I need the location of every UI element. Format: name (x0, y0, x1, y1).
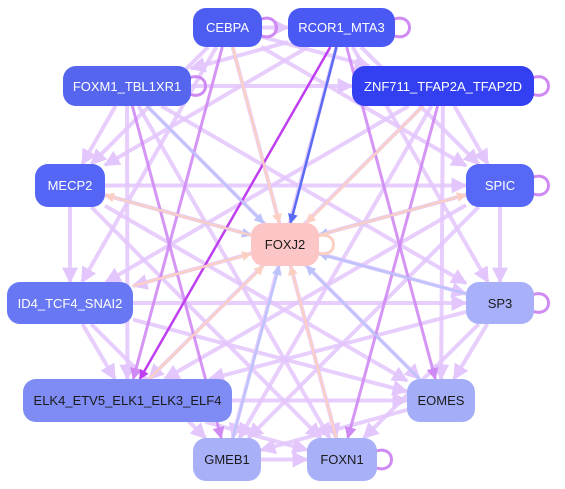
edge-cebpa-to-elk4 (130, 46, 224, 381)
self-loop-foxj2 (316, 233, 335, 256)
edge-foxn1-to-foxj2 (288, 265, 338, 439)
node-spic[interactable]: SPIC (466, 164, 534, 207)
node-label: EOMES (417, 393, 465, 408)
edge-rcor1-to-foxm1 (189, 40, 289, 73)
node-label: CEBPA (205, 20, 250, 35)
edge-sp3-to-foxj2 (318, 251, 467, 295)
edge-rcor1-to-elk4 (138, 46, 332, 380)
edge-gmeb1-to-foxj2 (231, 265, 282, 439)
edge-znf711-to-foxn1 (344, 105, 440, 440)
edge-mecp2-to-eomes (103, 204, 409, 383)
self-loop-sp3 (531, 292, 550, 314)
edge-znf711-to-id4 (104, 104, 410, 284)
node-cebpa[interactable]: CEBPA (193, 8, 262, 47)
node-label: MECP2 (47, 178, 93, 193)
node-znf711-tfap2a-tfap2d[interactable]: ZNF711_TFAP2A_TFAP2D (352, 66, 534, 106)
edge-spic-to-elk4 (163, 203, 467, 381)
node-label: GMEB1 (204, 452, 250, 467)
node-label: SPIC (484, 178, 516, 193)
edge-rcor1-to-foxj2 (288, 46, 338, 224)
edge-id4-to-elk4 (80, 322, 117, 381)
node-elk4-etv5-elk1-elk3-elf4[interactable]: ELK4_ETV5_ELK1_ELK3_ELF4 (23, 379, 232, 422)
edge-foxm1-to-sp3 (160, 104, 468, 285)
node-sp3[interactable]: SP3 (466, 282, 534, 324)
edge-elk4-to-foxj2 (148, 265, 265, 380)
self-loop-spic (531, 174, 550, 197)
edge-foxj2-to-spic (318, 192, 467, 237)
edge-znf711-to-gmeb1 (237, 104, 434, 440)
edge-cebpa-to-foxj2 (231, 46, 282, 224)
self-loop-rcor1 (392, 16, 411, 39)
edge-foxj2-to-mecp2 (104, 192, 252, 237)
edge-id4-to-eomes (132, 317, 409, 396)
node-foxn1[interactable]: FOXN1 (307, 438, 377, 481)
node-label: SP3 (487, 295, 513, 311)
node-mecp2[interactable]: MECP2 (35, 164, 105, 207)
self-loop-cebpa (259, 16, 278, 39)
node-label: FOXJ2 (264, 237, 306, 252)
node-id4-tcf4-snai2[interactable]: ID4_TCF4_SNAI2 (7, 282, 133, 324)
edge-znf711-to-eomes (433, 105, 450, 381)
node-label: FOXN1 (320, 452, 364, 467)
node-gmeb1[interactable]: GMEB1 (193, 438, 261, 481)
node-label: FOXM1_TBL1XR1 (72, 78, 182, 94)
edge-foxm1-to-mecp2 (80, 105, 118, 166)
node-label: ID4_TCF4_SNAI2 (17, 295, 123, 311)
node-rcor1-mta3[interactable]: RCOR1_MTA3 (288, 8, 395, 47)
node-label: ZNF711_TFAP2A_TFAP2D (364, 78, 522, 94)
node-label: ELK4_ETV5_ELK1_ELK3_ELF4 (33, 393, 222, 408)
self-loop-foxn1 (374, 448, 393, 471)
node-eomes[interactable]: EOMES (407, 379, 475, 422)
edge-sp3-to-eomes (452, 322, 490, 381)
node-foxm1-tbl1xr1[interactable]: FOXM1_TBL1XR1 (63, 66, 191, 106)
node-label: RCOR1_MTA3 (298, 20, 385, 35)
self-loop-znf711 (531, 75, 550, 97)
edge-znf711-to-spic (452, 105, 490, 166)
edge-znf711-to-foxj2 (305, 105, 424, 224)
self-loop-foxm1 (188, 75, 207, 97)
edge-foxm1-to-foxn1 (136, 105, 332, 440)
edge-id4-to-foxj2 (132, 251, 252, 288)
edge-foxm1-to-foxj2 (146, 105, 265, 224)
node-foxj2[interactable]: FOXJ2 (251, 223, 319, 266)
edge-eomes-to-foxj2 (305, 265, 421, 380)
